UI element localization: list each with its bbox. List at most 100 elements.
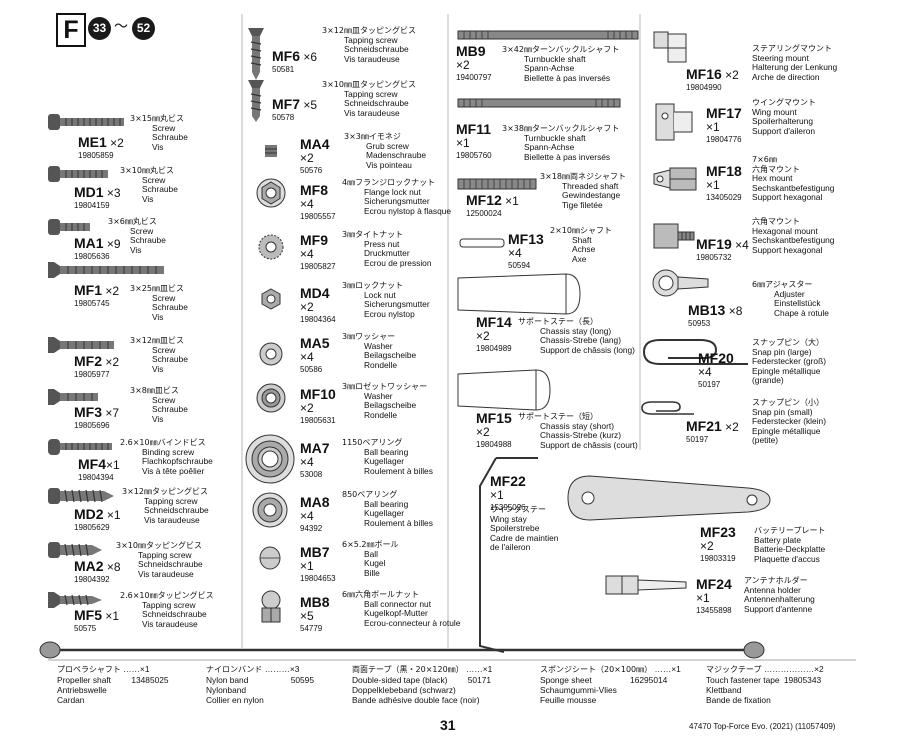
mf17-wing-mount-icon bbox=[655, 103, 693, 141]
mf20-snap-pin-large-icon bbox=[642, 339, 748, 365]
ma4-grub-screw-icon bbox=[265, 145, 277, 157]
mf12-threaded-shaft-icon bbox=[457, 178, 537, 190]
mf7-screw-icon bbox=[248, 80, 264, 122]
mb7-ball-icon bbox=[259, 546, 281, 570]
mf16-steering-mount-icon bbox=[653, 31, 687, 63]
step-start-badge: 33 bbox=[88, 17, 111, 40]
mf24-antenna-holder-icon bbox=[605, 575, 687, 595]
ma2-screw-icon bbox=[48, 542, 102, 558]
propeller-shaft-icon bbox=[39, 641, 765, 659]
step-end-badge: 52 bbox=[132, 17, 155, 40]
mf14-desc: サポートステー（長）Chassis stay (long)Chassis-Str… bbox=[518, 317, 635, 355]
footer-model-info: 47470 Top-Force Evo. (2021) (11057409) bbox=[689, 722, 836, 731]
md2-screw-icon bbox=[48, 488, 114, 504]
section-letter: F bbox=[56, 13, 86, 47]
mf10-rosette-washer-icon bbox=[256, 383, 286, 413]
mf3-screw-icon bbox=[48, 389, 98, 405]
ma8-ball-bearing-icon bbox=[252, 492, 288, 528]
md4-lock-nut-icon bbox=[261, 288, 281, 310]
mf15-chassis-stay-short-icon bbox=[457, 369, 551, 411]
bottom-divider bbox=[48, 659, 856, 661]
mb9-turnbuckle-icon bbox=[457, 30, 639, 40]
touch-fastener-tape-item: マジックテープ ………………×2 Touch fastener tape 198… bbox=[706, 664, 824, 705]
mf8-flange-nut-icon bbox=[256, 178, 286, 208]
propeller-shaft-item: プロペラシャフト ……×1 Propeller shaft 13485025 A… bbox=[57, 664, 169, 705]
mf20-desc: スナップピン（大）Snap pin (large)Federstecker (g… bbox=[752, 338, 826, 386]
mb13-adjuster-icon bbox=[652, 269, 709, 297]
mf14-chassis-stay-long-icon bbox=[457, 273, 581, 315]
ma7-ball-bearing-icon bbox=[245, 434, 295, 484]
mf6-screw-icon bbox=[248, 28, 264, 80]
sponge-sheet-item: スポンジシート（20×100㎜） ……×1 Sponge sheet 16295… bbox=[540, 664, 681, 705]
mf4-screw-icon bbox=[48, 439, 112, 455]
mf21-desc: スナップピン（小）Snap pin (small)Federstecker (k… bbox=[752, 398, 827, 446]
mf15-desc: サポートステー（短）Chassis stay (short)Chassis-St… bbox=[518, 412, 638, 450]
mf13-shaft-icon bbox=[459, 238, 505, 248]
mf19-hexagonal-mount-icon bbox=[653, 223, 695, 249]
mf18-hex-mount-icon bbox=[653, 167, 697, 191]
me1-screw-icon bbox=[48, 114, 124, 130]
ma5-washer-icon bbox=[259, 342, 283, 366]
mb8-ball-nut-icon bbox=[261, 590, 281, 623]
